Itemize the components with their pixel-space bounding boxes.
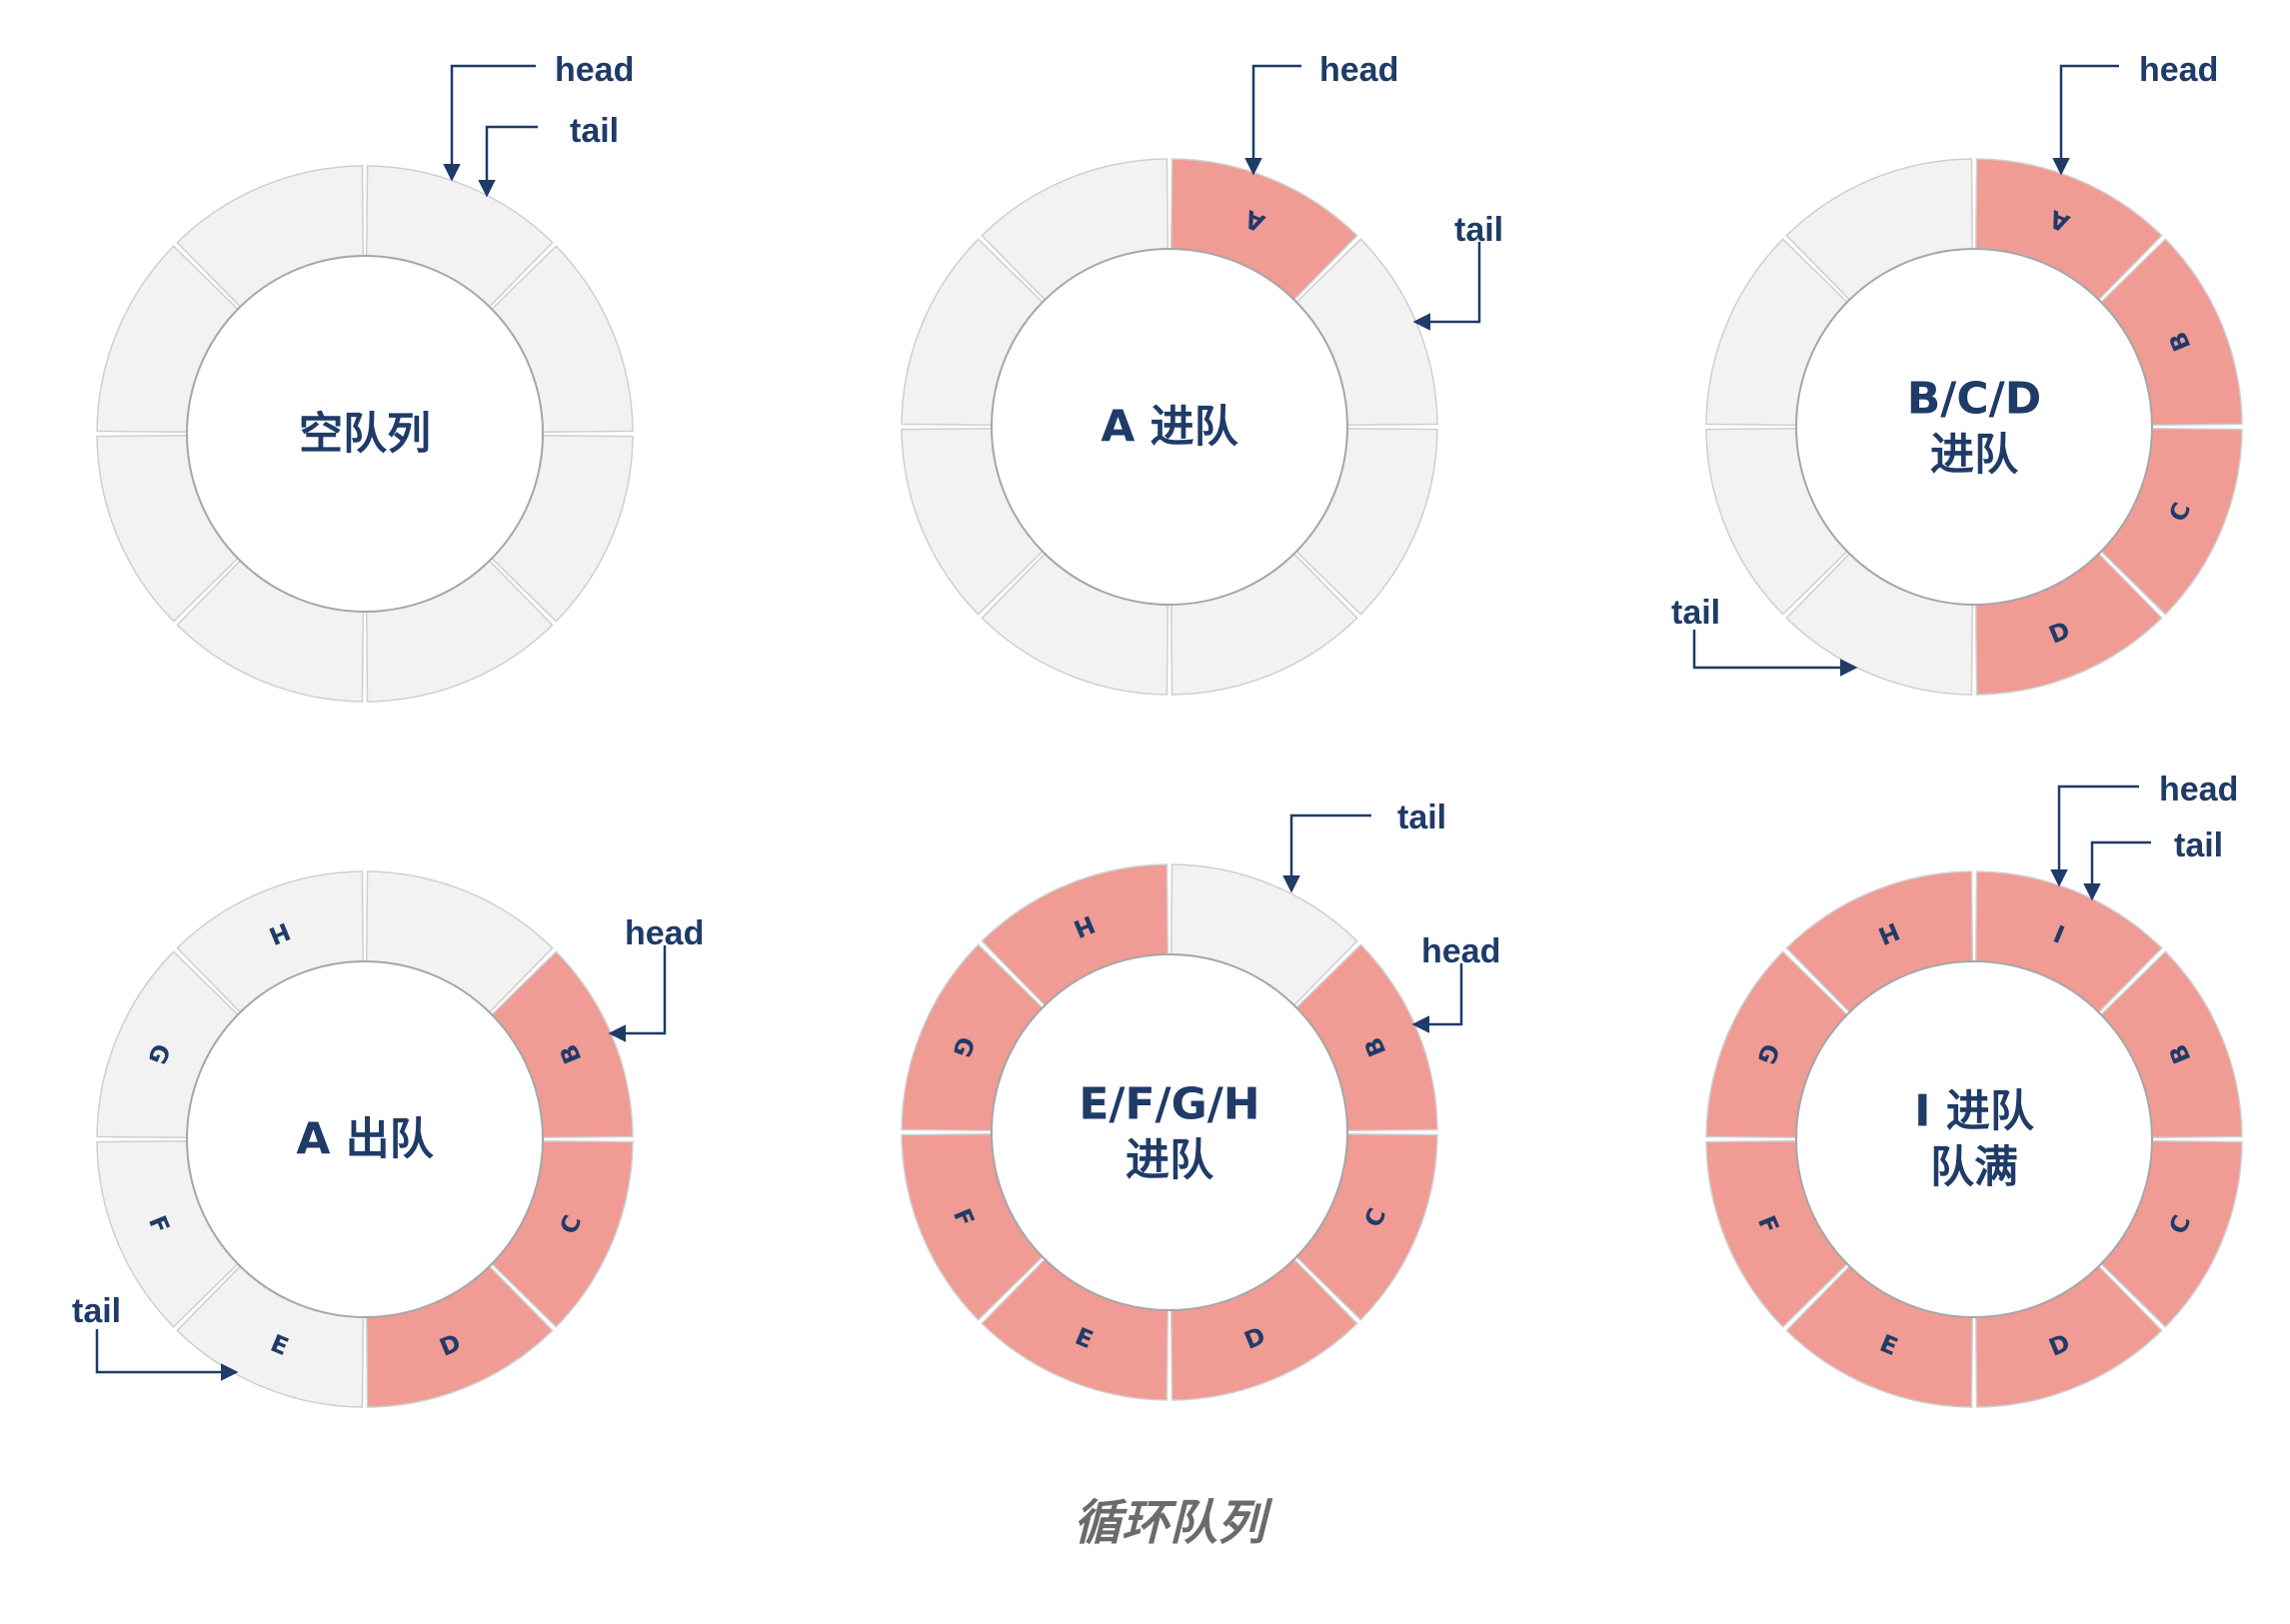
head-pointer-label: head xyxy=(555,51,634,89)
queue-inner-circle xyxy=(186,960,544,1318)
head-pointer-label: head xyxy=(625,914,704,952)
tail-pointer-arrow xyxy=(1692,630,1858,677)
tail-pointer-arrow xyxy=(1412,242,1481,331)
panel-title-line: A 出队 xyxy=(296,1114,434,1165)
panel-title-line: I 进队 xyxy=(1914,1086,2035,1137)
head-pointer-label: head xyxy=(2139,51,2218,89)
queue-inner-circle xyxy=(991,248,1348,606)
panel-title: A 进队 xyxy=(1101,402,1238,453)
head-pointer-arrow xyxy=(1411,963,1463,1033)
tail-pointer-label: tail xyxy=(1671,594,1720,632)
head-pointer-label: head xyxy=(1319,51,1398,89)
panel-title-line: 进队 xyxy=(1930,430,2019,481)
panel-title: I 进队队满 xyxy=(1914,1086,2035,1193)
panel-title-line: A 进队 xyxy=(1101,402,1238,453)
head-pointer-arrow xyxy=(443,64,536,182)
tail-pointer-label: tail xyxy=(2174,826,2223,864)
panel-title: 空队列 xyxy=(299,409,431,460)
panel-title-line: B/C/D xyxy=(1907,374,2042,425)
head-pointer-arrow xyxy=(1244,64,1301,176)
figure-caption: 循环队列 xyxy=(1074,1495,1273,1551)
queue-panel-empty-queue: 空队列 head tail xyxy=(96,51,634,703)
panel-title-line: E/F/G/H xyxy=(1079,1079,1259,1130)
queue-inner-circle xyxy=(991,953,1348,1311)
panel-title-line: 空队列 xyxy=(299,409,431,460)
head-pointer-arrow xyxy=(2052,64,2119,176)
tail-pointer-arrow xyxy=(95,1329,239,1381)
tail-pointer-label: tail xyxy=(1454,211,1503,249)
panel-title: A 出队 xyxy=(296,1114,434,1165)
queue-inner-circle xyxy=(1795,960,2153,1318)
head-pointer-arrow xyxy=(2050,785,2139,887)
head-pointer-label: head xyxy=(2159,771,2238,809)
tail-pointer-arrow xyxy=(2083,840,2151,901)
tail-pointer-label: tail xyxy=(570,112,619,150)
panel-title-line: 进队 xyxy=(1126,1135,1214,1186)
tail-pointer-arrow xyxy=(478,125,538,198)
tail-pointer-arrow xyxy=(1282,813,1371,893)
tail-pointer-label: tail xyxy=(72,1292,121,1330)
tail-pointer-label: tail xyxy=(1397,799,1446,836)
panel-title-line: 队满 xyxy=(1930,1142,2018,1193)
queue-inner-circle xyxy=(1795,248,2153,606)
queue-inner-circle xyxy=(186,255,544,613)
head-pointer-arrow xyxy=(608,945,667,1042)
head-pointer-label: head xyxy=(1421,932,1500,970)
